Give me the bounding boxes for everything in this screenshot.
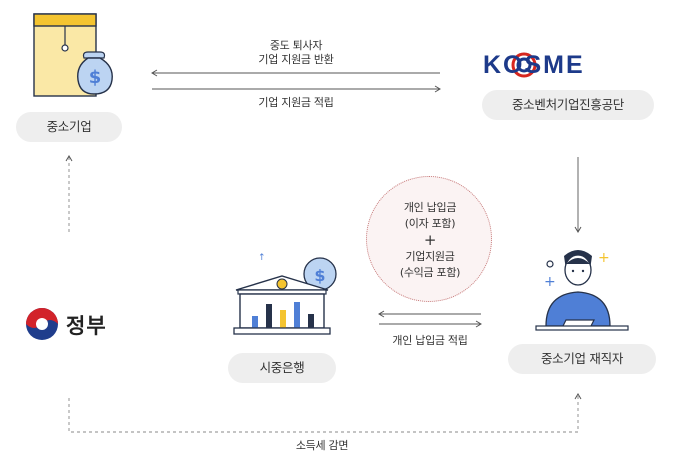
employee-node: 중소기업 재직자 [508, 344, 656, 374]
svg-text:$: $ [89, 67, 102, 88]
personal-deposit-label: 개인 납입금 적립 [392, 334, 468, 347]
bank-node: 시중은행 [228, 353, 336, 383]
bank-building-icon: $ ↑ [233, 253, 337, 335]
payout-line4: (수익금 포함) [399, 266, 461, 279]
svg-text:$: $ [314, 266, 325, 285]
government-emblem-icon [26, 308, 58, 340]
return-label-line1: 중도 퇴사자 [269, 39, 323, 52]
svg-text:↑: ↑ [258, 253, 266, 263]
return-label-line2: 기업 지원금 반환 [258, 53, 334, 66]
svg-text:+: + [598, 250, 610, 266]
sme-node: 중소기업 [16, 112, 122, 142]
svg-text:+: + [544, 274, 556, 290]
government-node: 정부 [66, 314, 107, 338]
kosme-logo-text: KOSME [483, 51, 585, 79]
corp-deposit-label: 기업 지원금 적립 [258, 96, 334, 109]
tax-dashed-path [68, 393, 582, 433]
tax-label: 소득세 감면 [295, 439, 349, 452]
payout-plus: + [423, 231, 437, 249]
payout-line2: (이자 포함) [404, 217, 456, 230]
kosme-node: 중소벤처기업진흥공단 [482, 90, 654, 120]
employee-person-icon: + + [535, 250, 629, 331]
kosme-logo-mark-icon [511, 52, 537, 78]
envelope-money-bag-icon: $ [33, 13, 113, 97]
kosme-logo: KOSME [483, 51, 585, 80]
payout-line3: 기업지원금 [405, 250, 455, 263]
payout-circle: 개인 납입금 (이자 포함) + 기업지원금 (수익금 포함) [366, 176, 492, 302]
payout-line1: 개인 납입금 [403, 201, 457, 214]
